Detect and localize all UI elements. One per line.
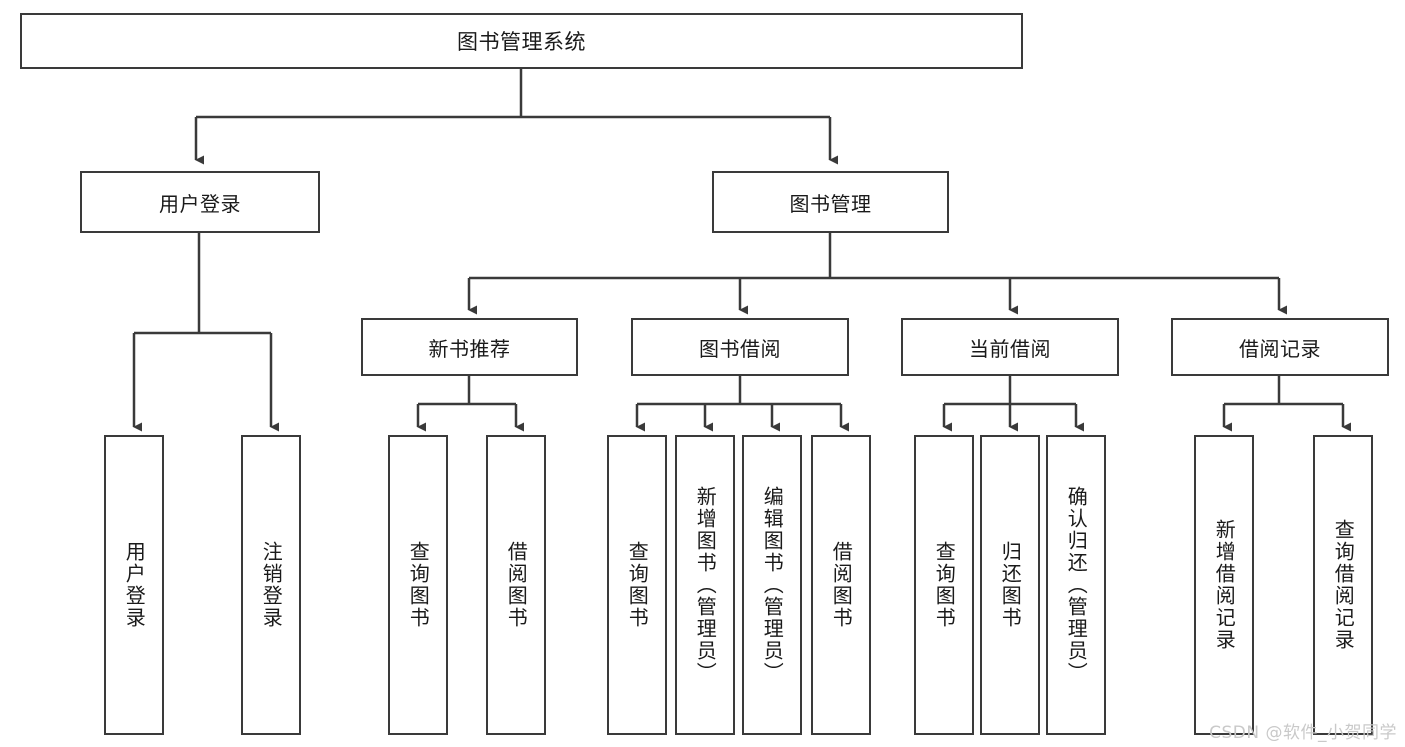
leaf-logout[interactable]: 注销登录 xyxy=(241,435,301,735)
node-root-book-management-system[interactable]: 图书管理系统 xyxy=(20,13,1023,69)
leaf-borrow-query-book-label: 查询图书 xyxy=(625,541,650,629)
connector-current-to-leaves xyxy=(942,376,1084,432)
leaf-current-query-book-label: 查询图书 xyxy=(932,541,957,629)
leaf-current-query-book[interactable]: 查询图书 xyxy=(914,435,974,735)
node-root-label: 图书管理系统 xyxy=(457,30,586,54)
node-book-borrow[interactable]: 图书借阅 xyxy=(631,318,849,376)
leaf-return-book[interactable]: 归还图书 xyxy=(980,435,1040,735)
connector-borrow-to-leaves xyxy=(635,376,849,432)
leaf-return-book-label: 归还图书 xyxy=(998,541,1023,629)
node-book-management-label: 图书管理 xyxy=(789,191,872,216)
leaf-borrow-book-label: 借阅图书 xyxy=(829,541,854,629)
node-new-book-recommend-label: 新书推荐 xyxy=(428,336,511,361)
leaf-edit-book-admin-label: 编辑图书（管理员） xyxy=(760,486,785,684)
leaf-add-book-admin[interactable]: 新增图书（管理员） xyxy=(675,435,735,735)
connector-record-to-leaves xyxy=(1222,376,1351,432)
node-book-management[interactable]: 图书管理 xyxy=(712,171,949,233)
leaf-recommend-query-book-label: 查询图书 xyxy=(406,541,431,629)
node-borrow-record[interactable]: 借阅记录 xyxy=(1171,318,1389,376)
node-current-borrow[interactable]: 当前借阅 xyxy=(901,318,1119,376)
leaf-query-borrow-record[interactable]: 查询借阅记录 xyxy=(1313,435,1373,735)
node-book-borrow-label: 图书借阅 xyxy=(699,336,781,361)
leaf-recommend-query-book[interactable]: 查询图书 xyxy=(388,435,448,735)
leaf-query-borrow-record-label: 查询借阅记录 xyxy=(1331,519,1356,651)
connector-root-to-level2 xyxy=(194,68,838,165)
node-new-book-recommend[interactable]: 新书推荐 xyxy=(361,318,578,376)
leaf-confirm-return-admin-label: 确认归还（管理员） xyxy=(1064,486,1089,684)
leaf-user-login-label: 用户登录 xyxy=(122,541,147,629)
connector-userlogin-to-leaves xyxy=(132,233,279,432)
connector-bookmgmt-to-level3 xyxy=(467,233,1287,315)
leaf-logout-label: 注销登录 xyxy=(259,541,284,629)
leaf-user-login[interactable]: 用户登录 xyxy=(104,435,164,735)
node-borrow-record-label: 借阅记录 xyxy=(1239,336,1321,361)
leaf-recommend-borrow-book-label: 借阅图书 xyxy=(504,541,529,629)
csdn-watermark: CSDN @软件_小贺同学 xyxy=(1209,723,1397,743)
leaf-add-borrow-record[interactable]: 新增借阅记录 xyxy=(1194,435,1254,735)
leaf-add-book-admin-label: 新增图书（管理员） xyxy=(693,486,718,684)
leaf-edit-book-admin[interactable]: 编辑图书（管理员） xyxy=(742,435,802,735)
leaf-borrow-query-book[interactable]: 查询图书 xyxy=(607,435,667,735)
leaf-add-borrow-record-label: 新增借阅记录 xyxy=(1212,519,1237,651)
node-user-login-label: 用户登录 xyxy=(159,191,241,216)
leaf-confirm-return-admin[interactable]: 确认归还（管理员） xyxy=(1046,435,1106,735)
node-user-login[interactable]: 用户登录 xyxy=(80,171,320,233)
leaf-borrow-book[interactable]: 借阅图书 xyxy=(811,435,871,735)
leaf-recommend-borrow-book[interactable]: 借阅图书 xyxy=(486,435,546,735)
node-current-borrow-label: 当前借阅 xyxy=(969,336,1051,361)
connector-recommend-to-leaves xyxy=(416,376,524,432)
